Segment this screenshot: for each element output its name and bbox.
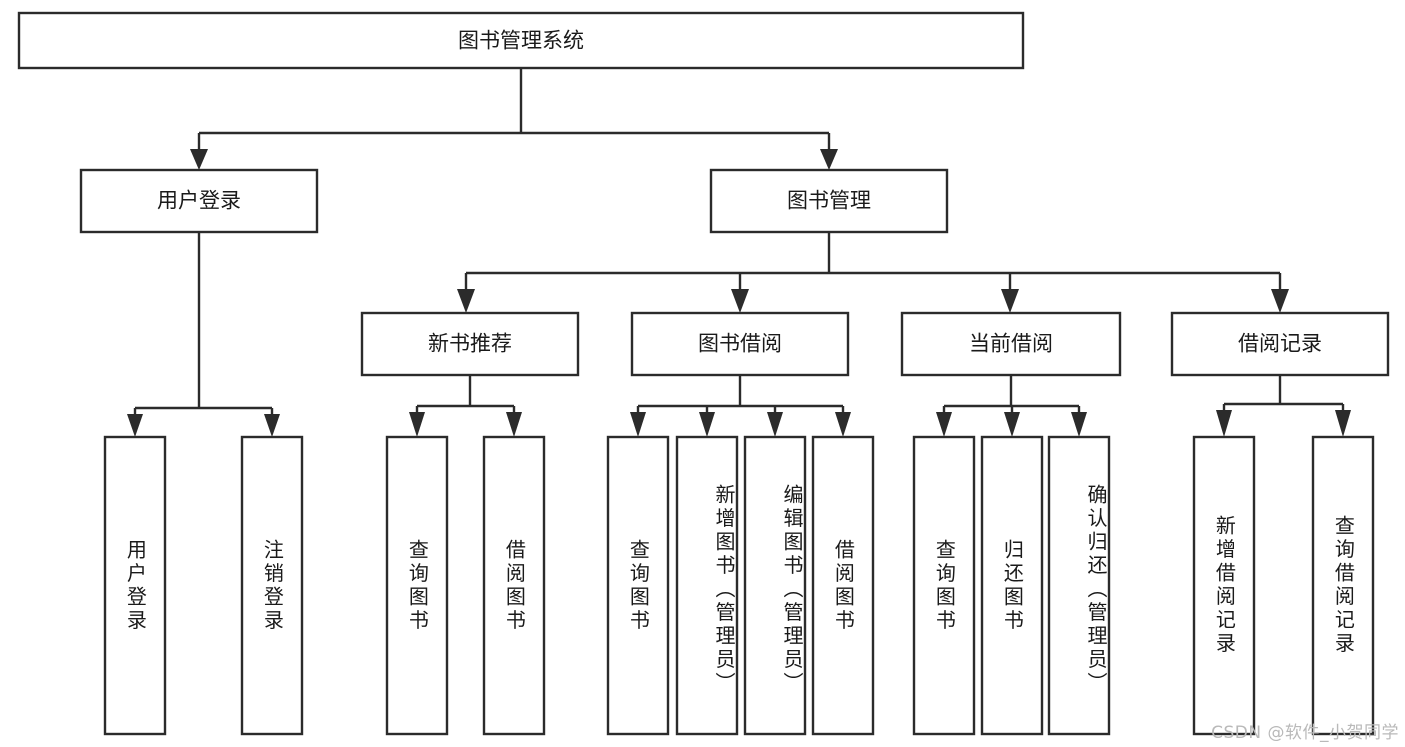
leaf-label-edit-book-admin: 编辑图书（管理员） <box>780 483 804 696</box>
connector-group-user-login <box>127 232 280 437</box>
arrow-head-borrow-records <box>1271 289 1289 313</box>
arrow-head-leaf-borrow-book <box>835 412 851 437</box>
csdn-watermark: CSDN @软件_小贺同学 <box>1211 723 1399 743</box>
leaf-label-borrow-book-recommend: 借阅图书 <box>502 538 527 633</box>
arrow-head-leaf-query-book-current <box>936 412 952 437</box>
node-label-user-login: 用户登录 <box>157 189 241 213</box>
node-box-leaf-query-book-current[interactable] <box>912 435 976 736</box>
connector-group-book-management <box>457 232 1289 313</box>
connector-group-new-book-recommend <box>409 375 522 437</box>
node-box-leaf-user-login[interactable] <box>103 435 167 736</box>
leaf-label-add-book-admin: 新增图书（管理员） <box>712 483 736 696</box>
node-label-book-borrow: 图书借阅 <box>698 332 782 356</box>
arrow-head-new-book-recommend <box>457 289 475 313</box>
leaf-label-user-login: 用户登录 <box>123 538 148 633</box>
connector-group-root <box>190 68 838 170</box>
node-box-book-management[interactable] <box>709 168 949 234</box>
arrow-head-user-login <box>190 149 208 170</box>
leaf-label-borrow-book: 借阅图书 <box>831 538 856 633</box>
node-box-book-borrow[interactable] <box>630 311 850 377</box>
arrow-head-leaf-query-book-borrow <box>630 412 646 437</box>
node-box-leaf-query-borrow-record[interactable] <box>1311 435 1375 736</box>
arrow-head-leaf-query-borrow-record <box>1335 410 1351 437</box>
arrow-head-leaf-confirm-return-admin <box>1071 412 1087 437</box>
node-label-book-management: 图书管理 <box>787 189 871 213</box>
arrow-head-leaf-edit-book-admin <box>767 412 783 437</box>
node-box-leaf-confirm-return-admin[interactable] <box>1047 435 1111 736</box>
leaf-label-add-borrow-record: 新增借阅记录 <box>1212 515 1237 656</box>
node-box-leaf-edit-book-admin[interactable] <box>743 435 807 736</box>
node-box-leaf-return-book[interactable] <box>980 435 1044 736</box>
connector-group-current-borrow <box>936 375 1087 437</box>
node-label-root: 图书管理系统 <box>458 29 584 53</box>
connector-group-borrow-records <box>1216 375 1351 437</box>
arrow-head-leaf-return-book <box>1004 412 1020 437</box>
leaf-label-query-book-recommend: 查询图书 <box>405 538 430 633</box>
leaf-label-query-book-borrow: 查询图书 <box>626 538 651 633</box>
node-label-current-borrow: 当前借阅 <box>969 332 1053 356</box>
arrow-head-current-borrow <box>1001 289 1019 313</box>
node-box-leaf-query-book-recommend[interactable] <box>385 435 449 736</box>
arrow-head-leaf-user-login <box>127 414 143 437</box>
arrow-head-book-borrow <box>731 289 749 313</box>
arrow-head-leaf-borrow-book-recommend <box>506 412 522 437</box>
node-box-leaf-borrow-book-recommend[interactable] <box>482 435 546 736</box>
node-box-leaf-user-logout[interactable] <box>240 435 304 736</box>
leaf-label-query-book-current: 查询图书 <box>932 538 957 633</box>
node-box-leaf-borrow-book[interactable] <box>811 435 875 736</box>
leaf-label-confirm-return-admin: 确认归还（管理员） <box>1084 483 1108 696</box>
arrow-head-leaf-add-book-admin <box>699 412 715 437</box>
arrow-head-book-management <box>820 149 838 170</box>
node-label-borrow-records: 借阅记录 <box>1238 332 1322 356</box>
connector-group-book-borrow <box>630 375 851 437</box>
node-box-borrow-records[interactable] <box>1170 311 1390 377</box>
leaf-label-user-logout: 注销登录 <box>260 538 285 633</box>
node-box-user-login[interactable] <box>79 168 319 234</box>
node-box-new-book-recommend[interactable] <box>360 311 580 377</box>
node-box-leaf-add-borrow-record[interactable] <box>1192 435 1256 736</box>
node-box-leaf-add-book-admin[interactable] <box>675 435 739 736</box>
arrow-head-leaf-add-borrow-record <box>1216 410 1232 437</box>
leaf-label-query-borrow-record: 查询借阅记录 <box>1331 515 1356 656</box>
arrow-head-leaf-user-logout <box>264 414 280 437</box>
node-label-new-book-recommend: 新书推荐 <box>428 332 512 356</box>
node-box-root[interactable] <box>17 11 1025 70</box>
leaf-label-return-book: 归还图书 <box>1000 538 1025 633</box>
arrow-head-leaf-query-book-recommend <box>409 412 425 437</box>
node-box-current-borrow[interactable] <box>900 311 1122 377</box>
node-box-leaf-query-book-borrow[interactable] <box>606 435 670 736</box>
